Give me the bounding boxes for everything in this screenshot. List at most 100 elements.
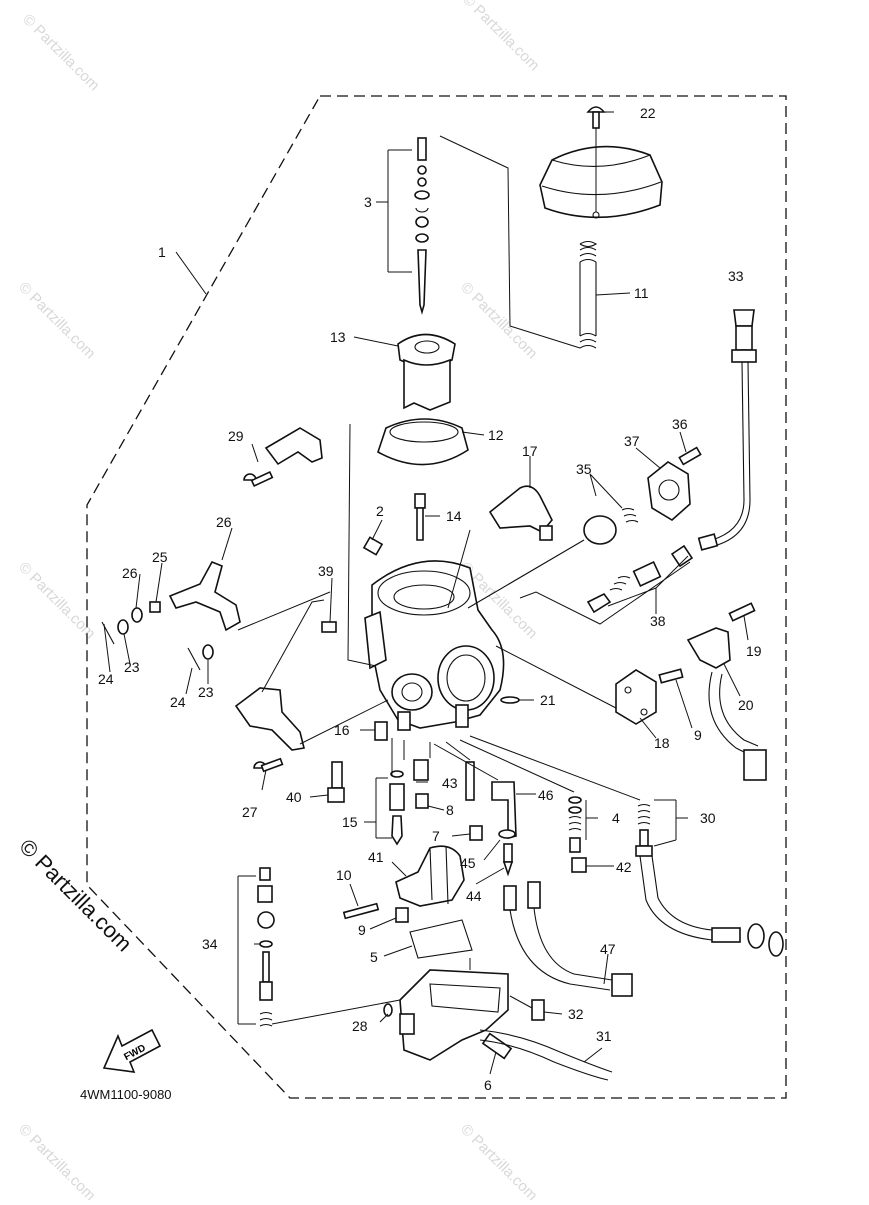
callout-41: 41 [368, 849, 384, 865]
callout-45: 45 [460, 855, 476, 871]
callout-6: 6 [484, 1077, 492, 1093]
float-41 [395, 845, 465, 907]
watermark: © Partzilla.com [457, 1121, 540, 1200]
callout-22: 22 [640, 105, 656, 121]
callout-34: 34 [202, 936, 218, 952]
callout-30: 30 [700, 810, 716, 826]
callout-26-upper: 26 [216, 514, 232, 530]
pilot-screw-set-34 [237, 867, 275, 1027]
callout-8: 8 [446, 802, 454, 818]
callout-18: 18 [654, 735, 670, 751]
callout-44: 44 [466, 888, 482, 904]
choke-cover-37 [647, 446, 702, 521]
washer-28 [383, 1003, 393, 1017]
choke-cable-33 [697, 309, 757, 551]
fwd-arrow [102, 1028, 162, 1073]
screw-22 [586, 106, 606, 129]
callout-31: 31 [596, 1028, 612, 1044]
o-ring-21 [500, 696, 520, 704]
callout-38: 38 [650, 613, 666, 629]
callout-21: 21 [540, 692, 556, 708]
watermark: © Partzilla.com [457, 279, 540, 362]
watermark: © Partzilla.com [15, 279, 98, 362]
callout-28: 28 [352, 1018, 368, 1034]
watermark: © Partzilla.com [19, 11, 102, 94]
screw-set-4 [568, 796, 582, 853]
parts-layer [101, 106, 784, 1081]
needle-valve-44 [498, 829, 516, 877]
diaphragm-cap [539, 128, 663, 219]
callout-24-left: 24 [98, 671, 114, 687]
callout-37: 37 [624, 433, 640, 449]
callout-23-right: 23 [198, 684, 214, 700]
callout-47: 47 [600, 941, 616, 957]
callout-19: 19 [746, 643, 762, 659]
lower-bracket [234, 687, 305, 773]
fitting-40 [327, 761, 345, 803]
part-42 [571, 857, 587, 873]
callout-9-lower: 9 [358, 922, 366, 938]
callout-35: 35 [576, 461, 592, 477]
plug-2 [362, 536, 384, 556]
callout-27: 27 [242, 804, 258, 820]
screw-39 [321, 621, 337, 633]
leader-lines [103, 111, 749, 1075]
jet-needle-set-3 [387, 137, 430, 315]
carburetor-body [364, 560, 505, 731]
callout-3: 3 [364, 194, 372, 210]
callout-20: 20 [738, 697, 754, 713]
callout-24-right: 24 [170, 694, 186, 710]
small-jets [413, 759, 483, 841]
callout-9-upper: 9 [694, 727, 702, 743]
side-watermark: © Partzilla.com [14, 834, 137, 957]
diaphragm-ring-12 [377, 418, 469, 466]
callout-23-left: 23 [124, 659, 140, 675]
screw-9-lower [395, 907, 409, 923]
callout-13: 13 [330, 329, 346, 345]
callout-2: 2 [376, 503, 384, 519]
callout-39: 39 [318, 563, 334, 579]
small-hardware [101, 601, 214, 671]
callout-46: 46 [538, 787, 554, 803]
watermark: © Partzilla.com [15, 1121, 98, 1200]
callout-15: 15 [342, 814, 358, 830]
elbow-fitting-17 [488, 485, 553, 541]
reference-code: 4WM1100-9080 [80, 1087, 172, 1102]
watermark: © Partzilla.com [15, 559, 98, 642]
screw-32 [531, 999, 545, 1021]
hose-31 [479, 1029, 613, 1073]
assembly-boundary [86, 95, 787, 1099]
float-bowl [399, 969, 509, 1061]
callout-16: 16 [334, 722, 350, 738]
bracket-26 [168, 560, 241, 632]
cable-adjuster-30 [635, 803, 784, 957]
drain-screw-6 [481, 1032, 513, 1060]
callout-26-left: 26 [122, 565, 138, 581]
callout-17: 17 [522, 443, 538, 459]
callout-10: 10 [336, 867, 352, 883]
main-jet-15 [389, 770, 405, 846]
callout-32: 32 [568, 1006, 584, 1022]
screw-16 [374, 721, 388, 741]
callout-40: 40 [286, 789, 302, 805]
piston-13 [397, 333, 456, 411]
callout-25: 25 [152, 549, 168, 565]
spring-11 [579, 240, 598, 349]
callout-14: 14 [446, 508, 462, 524]
gasket-5 [409, 919, 473, 959]
pilot-jet-14 [414, 493, 426, 541]
callout-labels: 1 2 3 4 5 6 7 8 9 9 10 11 12 13 14 15 16… [98, 105, 762, 1093]
callout-29: 29 [228, 428, 244, 444]
pin-10 [342, 902, 380, 920]
callout-7: 7 [432, 828, 440, 844]
throttle-sensor [615, 602, 767, 781]
callout-12: 12 [488, 427, 504, 443]
watermark: © Partzilla.com [459, 0, 542, 74]
callout-33: 33 [728, 268, 744, 284]
starter-plunger-38 [586, 544, 694, 614]
callout-4: 4 [612, 810, 620, 826]
bracket-29 [243, 427, 323, 488]
callout-43: 43 [442, 775, 458, 791]
